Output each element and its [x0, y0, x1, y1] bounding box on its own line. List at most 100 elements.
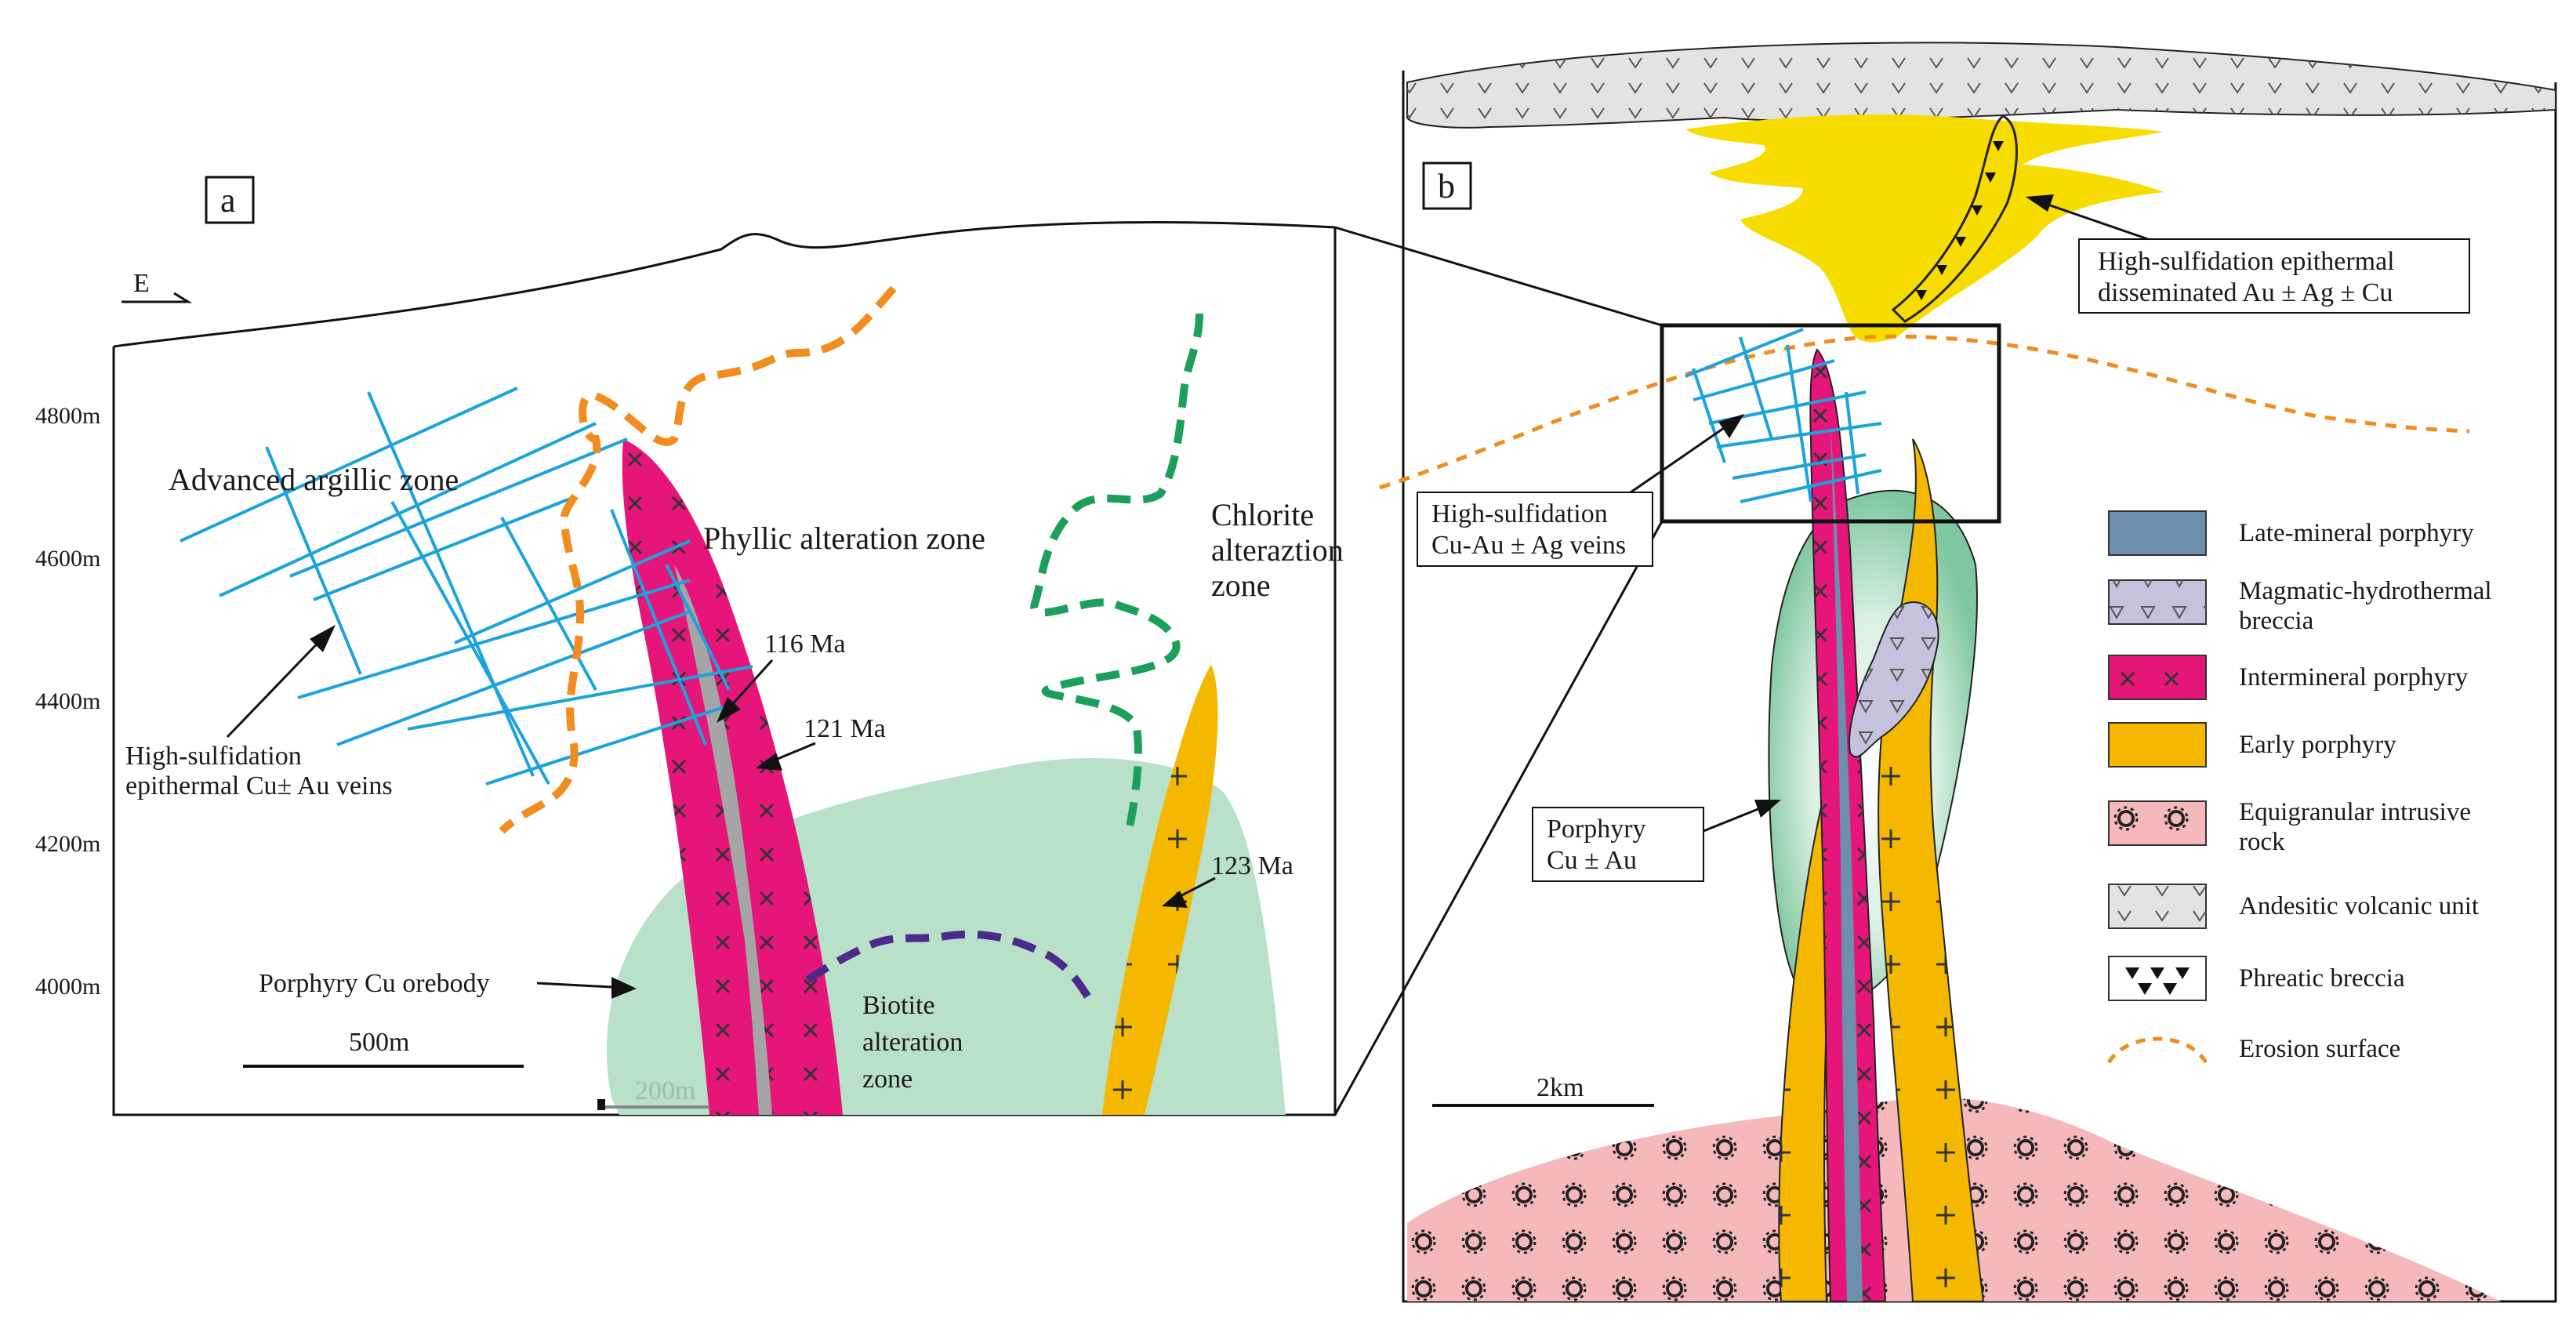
- age-116-arrowhead-icon: [717, 697, 741, 723]
- legend-swatch-erosion: [2106, 1036, 2208, 1064]
- biotite-label-3: zone: [862, 1065, 912, 1094]
- porphyry-label-1: Porphyry: [1547, 815, 1646, 844]
- legend-item-erosion: Erosion surface: [2106, 1035, 2400, 1064]
- legend-swatch-pattern: [2109, 655, 2206, 699]
- legend-swatch-pattern: [2109, 801, 2206, 845]
- andesitic-unit-pattern: [1407, 42, 2556, 128]
- phreatic-triangle-icon: [2150, 967, 2164, 979]
- phreatic-triangle-icon: [2175, 967, 2190, 979]
- legend: Late-mineral porphyryMagmatic-hydrotherm…: [2106, 510, 2492, 1064]
- biotite-label-1: Biotite: [862, 991, 935, 1020]
- panel-a: a E 4800m 4600m 4400m 4200m 4000m: [35, 176, 1344, 1116]
- epithermal-label-1: High-sulfidation epithermal: [2098, 247, 2395, 276]
- age-123-label: 123 Ma: [1211, 851, 1293, 880]
- epithermal-label-box: [2078, 238, 2470, 314]
- direction-arrow-icon: [122, 292, 193, 303]
- orebody-arrowhead-icon: [611, 977, 637, 999]
- phreatic-triangle-icon: [2138, 983, 2152, 995]
- age-121-label: 121 Ma: [804, 714, 886, 743]
- veins-label-1: High-sulfidation: [125, 742, 302, 771]
- breccia-body-pattern: [1849, 602, 1939, 757]
- legend-label: Intermineral porphyry: [2239, 663, 2469, 691]
- legend-label: Erosion surface: [2239, 1035, 2400, 1063]
- depth-tick: 4600m: [35, 546, 100, 572]
- erosion-boundary-a: [499, 285, 897, 834]
- early-porphyry-dike-a-pattern: [1102, 665, 1218, 1115]
- scale-bar-a-label: 500m: [349, 1028, 409, 1057]
- panel-b-letter-box: [1422, 162, 1472, 210]
- vein-network-a: [180, 387, 753, 786]
- depth-tick: 4400m: [35, 688, 100, 714]
- depth-tick: 4800m: [35, 403, 100, 429]
- orebody-label: Porphyry Cu orebody: [259, 969, 490, 998]
- legend-label: Magmatic-hydrothermal: [2239, 577, 2492, 605]
- panel-a-surface: [113, 221, 1336, 348]
- epithermal-arrow-icon: [2034, 198, 2149, 241]
- legend-swatch-pattern: [2109, 723, 2206, 767]
- zoom-connector-bottom: [1333, 521, 1664, 1116]
- chlorite-label-2: alteraztion: [1211, 532, 1344, 568]
- panel-a-letter: a: [220, 181, 236, 220]
- vein-network-b: [1685, 328, 1882, 503]
- legend-label: Andesitic volcanic unit: [2239, 892, 2479, 920]
- age-123-arrowhead-icon: [1162, 891, 1188, 908]
- chlorite-label-1: Chlorite: [1211, 497, 1314, 532]
- late-mineral-strip-a: [674, 564, 772, 1115]
- veins-label-2: epithermal Cu± Au veins: [125, 771, 393, 800]
- chlorite-boundary: [1030, 313, 1203, 832]
- legend-item-early: Early porphyry: [2108, 722, 2396, 768]
- veins-b-label-2: Cu-Au ± Ag veins: [1431, 531, 1626, 560]
- biotite-boundary: [805, 930, 1094, 1002]
- legend-item-andesitic: Andesitic volcanic unit: [2108, 884, 2479, 929]
- scale-bar-b-label: 2km: [1537, 1073, 1584, 1102]
- epithermal-label-2: disseminated Au ± Ag ± Cu: [2098, 278, 2393, 307]
- early-porphyry-left-pattern: [1779, 784, 1836, 1301]
- chlorite-label-3: zone: [1211, 568, 1271, 603]
- veins-b-label-box: [1417, 492, 1653, 567]
- age-116-label: 116 Ma: [764, 630, 846, 659]
- veins-b-arrow-icon: [1630, 418, 1737, 494]
- scale-faint-tick: [597, 1099, 605, 1110]
- depth-axis: 4800m 4600m 4400m 4200m 4000m: [35, 403, 100, 1000]
- legend-label: Phreatic breccia: [2239, 964, 2405, 993]
- depth-tick: 4000m: [35, 974, 100, 1000]
- erosion-surface-b: [1379, 334, 2470, 490]
- panel-a-letter-box: [205, 176, 255, 224]
- veins-b-label-1: High-sulfidation: [1431, 499, 1608, 528]
- legend-swatch-late: [2108, 510, 2207, 556]
- phreatic-triangle-icon: [2163, 983, 2177, 995]
- legend-label: Equigranular intrusive: [2239, 798, 2471, 826]
- epithermal-body: [1685, 114, 2164, 343]
- panel-b: b High-sulfidation epithermal disseminat…: [1379, 42, 2557, 1303]
- porphyry-label-box: [1532, 807, 1704, 882]
- direction-label: E: [133, 269, 150, 298]
- legend-label: Late-mineral porphyry: [2239, 519, 2474, 547]
- advanced-argillic-label: Advanced argillic zone: [169, 462, 459, 497]
- zoom-box: [1660, 323, 2001, 524]
- phyllic-label: Phyllic alteration zone: [703, 521, 985, 556]
- legend-swatch-pattern: [2109, 580, 2206, 624]
- epithermal-arrowhead-icon: [2026, 194, 2054, 212]
- veins-arrowhead-icon: [310, 625, 336, 652]
- legend-label: rock: [2239, 828, 2285, 856]
- legend-item-phreatic: Phreatic breccia: [2108, 956, 2405, 1001]
- phreatic-triangle-icon: [2125, 967, 2139, 979]
- scale-faint-label: 200m: [635, 1076, 695, 1105]
- veins-arrow-icon: [226, 630, 331, 739]
- late-mineral-strip-b: [1830, 423, 1863, 1301]
- biotite-label-2: alteration: [862, 1028, 963, 1057]
- zoom-connector-top: [1334, 226, 1663, 327]
- depth-tick: 4200m: [35, 831, 100, 857]
- phreatic-triangles: [1916, 141, 2004, 300]
- legend-item-late: Late-mineral porphyry: [2108, 510, 2474, 556]
- legend-label: breccia: [2239, 607, 2314, 635]
- age-121-arrowhead-icon: [756, 753, 782, 771]
- legend-label: Early porphyry: [2239, 731, 2396, 759]
- legend-item-intermineral: Intermineral porphyry: [2108, 655, 2469, 700]
- legend-swatch-pattern: [2109, 884, 2206, 928]
- phreatic-breccia-pipe: [1891, 114, 2018, 323]
